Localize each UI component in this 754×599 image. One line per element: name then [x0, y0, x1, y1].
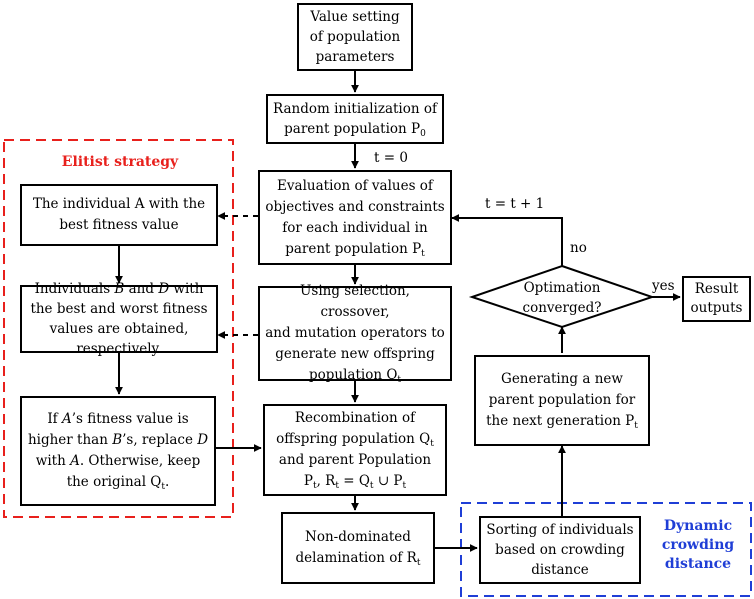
evaluation-box: Evaluation of values of objectives and c… — [258, 170, 452, 265]
sorting-box: Sorting of individuals based on crowding… — [479, 516, 641, 584]
arrow-decision-no-loop — [451, 214, 563, 266]
non-dominated-box: Non-dominated delamination of Rt — [281, 512, 435, 584]
value-setting-box: Value setting of population parameters — [297, 3, 413, 71]
generating-box: Generating a new parent population for t… — [474, 355, 650, 446]
dynamic-crowding-frame — [460, 502, 752, 597]
t-zero-label: t = 0 — [374, 150, 408, 166]
no-label: no — [570, 240, 587, 256]
yes-label: yes — [652, 278, 675, 294]
random-init-box: Random initialization of parent populati… — [266, 94, 444, 144]
result-box: Result outputs — [682, 276, 751, 322]
elitist-best-individual-box: The individual A with the best fitness v… — [20, 184, 218, 246]
elitist-strategy-frame — [3, 139, 234, 518]
elitist-best-worst-box: Individuals B and D with the best and wo… — [20, 281, 218, 357]
recombination-box: Recombination of offspring population Qt… — [263, 404, 447, 496]
elitist-strategy-title: Elitist strategy — [61, 154, 179, 170]
t-increment-label: t = t + 1 — [485, 196, 545, 212]
decision-diamond — [468, 264, 656, 329]
selection-box: Using selection, crossover, and mutation… — [258, 283, 452, 385]
elitist-replace-box: If A’s fitness value is higher than B’s,… — [20, 396, 216, 506]
decision-text: Optimation converged? — [522, 280, 602, 316]
dynamic-crowding-title: Dynamic crowding distance — [661, 518, 735, 572]
